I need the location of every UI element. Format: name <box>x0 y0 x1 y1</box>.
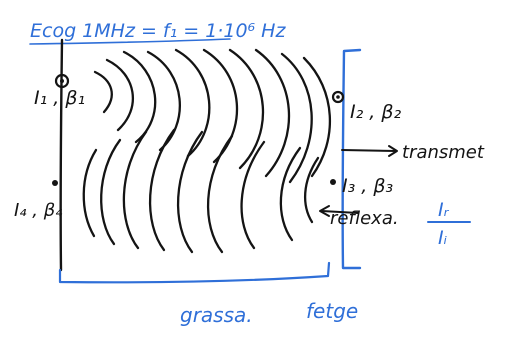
reflected-arc <box>303 156 320 224</box>
title-underline <box>29 38 231 45</box>
ratio-denominator: Iᵢ <box>438 227 447 249</box>
incident-arc <box>302 56 331 178</box>
label-i1-beta1: I₁ , β₁ <box>34 87 85 109</box>
reflect-arrow-shaft <box>321 210 359 214</box>
reflected-arc <box>240 140 266 250</box>
transmit-arrow-head <box>388 145 398 157</box>
reflected-arc <box>176 130 204 254</box>
incident-arc <box>228 48 265 170</box>
reflected-arc <box>279 146 302 242</box>
transmit-arrow-shaft <box>341 149 397 152</box>
incident-arc <box>280 52 313 184</box>
incident-arc <box>146 50 181 152</box>
label-reflex: reflexa. <box>330 208 399 229</box>
title-frequency: Ecog 1MHz = f₁ = 1·10⁶ Hz <box>30 20 286 42</box>
label-transmit: transmet <box>402 142 485 163</box>
label-i3-beta3: I₃ , β₃ <box>342 175 393 197</box>
label-i2-beta2: I₂ , β₂ <box>350 101 401 123</box>
right-boundary-bracket <box>341 48 362 270</box>
bottom-brace <box>58 261 331 284</box>
reflected-arc <box>122 130 148 250</box>
reflected-waves <box>82 128 320 254</box>
incident-arc <box>174 48 211 158</box>
incident-arc <box>93 70 113 114</box>
label-grassa: grassa. <box>180 303 253 327</box>
reflected-arc <box>100 138 122 246</box>
reflected-arc <box>82 148 98 238</box>
incident-arc <box>105 58 134 132</box>
reflect-arrow-head <box>319 205 330 217</box>
point-i4-dot <box>52 180 58 186</box>
incident-arc <box>122 50 157 144</box>
incident-arc <box>254 48 291 178</box>
reflected-arc <box>206 134 234 254</box>
label-fetge: fetge <box>306 299 358 323</box>
point-i1-dot <box>60 79 64 83</box>
label-i4-beta4: I₄ , β₄ <box>14 200 63 221</box>
reflected-arc <box>148 128 176 252</box>
point-i3-dot <box>330 179 336 185</box>
ratio-numerator: Iᵣ <box>438 199 450 221</box>
point-i2-marker <box>331 90 345 104</box>
left-boundary-line <box>59 38 64 272</box>
point-i1-marker <box>54 73 70 89</box>
incident-waves <box>93 48 331 184</box>
point-i2-dot <box>336 95 340 99</box>
